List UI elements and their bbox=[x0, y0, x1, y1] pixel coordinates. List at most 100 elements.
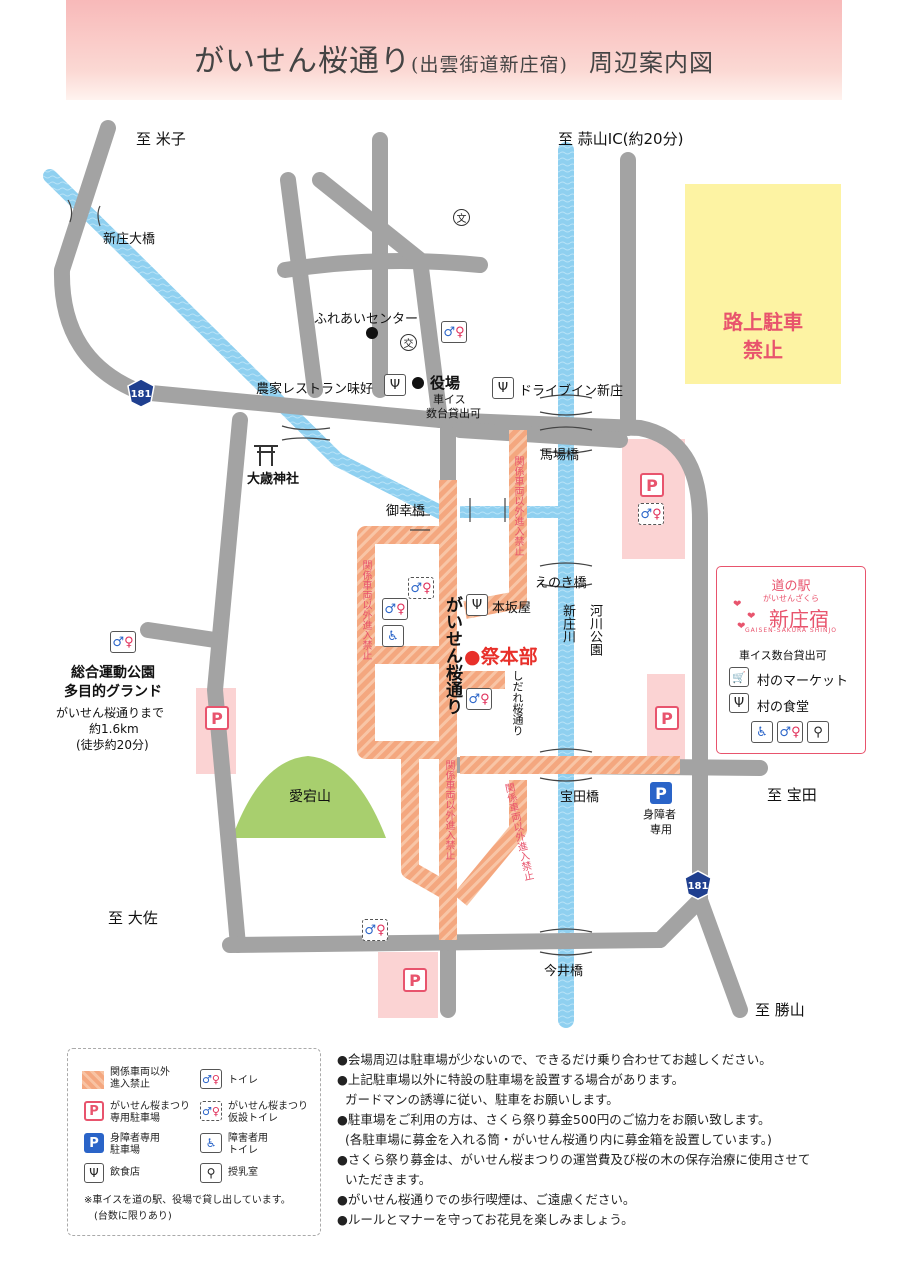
notes: ●会場周辺は駐車場が少ないので、できるだけ乗り合わせてお越しください。 ●上記駐… bbox=[337, 1050, 877, 1230]
fureai-marker bbox=[366, 327, 378, 339]
bridge-imai bbox=[539, 928, 593, 956]
road-south-east bbox=[652, 892, 708, 948]
title-main: がいせん桜通り bbox=[194, 44, 412, 79]
no-parking-line2: 禁止 bbox=[743, 338, 783, 362]
title-banner: がいせん桜通り(出雲街道新庄宿) 周辺案内図 bbox=[66, 0, 842, 100]
direction-hiruzen: 至 蒜山IC(約20分) bbox=[558, 130, 684, 148]
fork-knife-icon: Ψ bbox=[384, 374, 406, 396]
station-roman: GAISEN-SAKURA SHINJO bbox=[745, 627, 837, 634]
legend-temp-toilet-1: がいせん桜まつり bbox=[228, 1101, 308, 1112]
label-yakuba-note1: 車イス bbox=[433, 393, 466, 406]
wheelchair-icon: ♿ bbox=[382, 625, 404, 647]
legend-footnote-1: ※車イスを道の駅、役場で貸し出しています。 bbox=[84, 1195, 291, 1206]
label-distance-3: (徒歩約20分) bbox=[76, 738, 149, 752]
legend: 関係車両以外進入禁止 ♂♀ トイレ P がいせん桜まつり専用駐車場 ♂♀ がいせ… bbox=[67, 1048, 321, 1236]
michi-no-eki-card: 道の駅 がいせんざくら ❤ ❤ ❤ 新庄宿 GAISEN-SAKURA SHIN… bbox=[716, 566, 866, 754]
bridge-baba bbox=[539, 426, 593, 454]
label-fureai-center: ふれあいセンター bbox=[314, 312, 419, 327]
legend-disabled-parking: 身障者専用駐車場 bbox=[110, 1133, 160, 1157]
note-line: ●会場周辺は駐車場が少ないので、できるだけ乗り合わせてお越しください。 bbox=[337, 1052, 772, 1067]
restricted-label-west: 関係車両以外進入禁止 bbox=[360, 560, 371, 660]
label-babahashi: 馬場橋 bbox=[540, 448, 580, 463]
bridge-shrine bbox=[281, 425, 331, 441]
label-sports-park-1: 総合運動公園 bbox=[71, 665, 155, 681]
legend-temp-toilet: がいせん桜まつり仮設トイレ bbox=[228, 1101, 308, 1125]
wheelchair-icon: ♿ bbox=[751, 721, 773, 743]
bridge-shinjo-ohashi bbox=[67, 199, 101, 227]
station-cafeteria: 村の食堂 bbox=[757, 700, 810, 715]
legend-footnote-2: (台数に限りあり) bbox=[94, 1211, 172, 1222]
restricted-roads bbox=[357, 430, 680, 940]
title-sub: (出雲街道新庄宿) bbox=[411, 54, 568, 76]
no-parking-text: 路上駐車禁止 bbox=[685, 308, 841, 364]
route-181-shield-south: 181 bbox=[684, 870, 712, 900]
page-title: がいせん桜通り(出雲街道新庄宿) 周辺案内図 bbox=[66, 36, 842, 80]
no-parking-notice: 路上駐車禁止 bbox=[685, 184, 841, 384]
cart-icon: 🛒 bbox=[729, 667, 749, 687]
label-drive-in: ドライブイン新庄 bbox=[519, 384, 624, 399]
toilet-icon: ♂♀ bbox=[777, 721, 803, 743]
parking-area-baba bbox=[622, 439, 685, 559]
bridge-enoki bbox=[539, 562, 593, 588]
heart-icon: ❤ bbox=[747, 611, 756, 622]
label-gokobashi: 御幸橋 bbox=[386, 504, 426, 519]
wheelchair-icon: ♿ bbox=[200, 1133, 222, 1153]
legend-accessible-toilet-1: 障害者用 bbox=[228, 1133, 268, 1144]
direction-yonago: 至 米子 bbox=[136, 130, 186, 148]
note-line: ●駐車場をご利用の方は、さくら祭り募金500円のご協力をお願い致します。 bbox=[337, 1112, 771, 1127]
road-network bbox=[53, 120, 768, 1018]
label-takarabashi: 宝田橋 bbox=[560, 790, 600, 805]
toilet-icon: ♂♀ bbox=[441, 321, 467, 343]
bridge-goko bbox=[410, 514, 430, 531]
label-imaibashi: 今井橋 bbox=[544, 964, 584, 979]
note-line: ガードマンの誘導に従い、駐車をお願いします。 bbox=[337, 1092, 619, 1107]
note-line: (各駐車場に募金を入れる筒・がいせん桜通り内に募金箱を設置しています。) bbox=[337, 1132, 772, 1147]
school-icon: 文 bbox=[453, 209, 470, 226]
label-yakuba-note2: 数台貸出可 bbox=[426, 407, 481, 420]
restricted-east bbox=[463, 430, 527, 619]
label-shinjogawa: 新庄川 bbox=[560, 604, 575, 643]
label-enokibashi: えのき橋 bbox=[535, 576, 587, 591]
station-name: 新庄宿 bbox=[769, 607, 829, 631]
note-line: ●上記駐車場以外に特設の駐車場を設置する場合があります。 bbox=[337, 1072, 685, 1087]
label-honsakaya: 本坂屋 bbox=[492, 601, 532, 616]
temp-toilet-icon: ♂♀ bbox=[638, 503, 664, 525]
legend-disabled-parking-1: 身障者専用 bbox=[110, 1133, 160, 1144]
label-atagoyama: 愛宕山 bbox=[289, 789, 331, 805]
yakuba-marker bbox=[412, 377, 424, 389]
atagoyama-park bbox=[232, 756, 386, 838]
label-distance-1: がいせん桜通りまで bbox=[56, 706, 165, 720]
legend-restricted-1: 関係車両以外 bbox=[110, 1067, 170, 1078]
temp-toilet-icon: ♂♀ bbox=[362, 919, 388, 941]
police-box-icon: 交 bbox=[400, 334, 417, 351]
legend-festival-parking: がいせん桜まつり専用駐車場 bbox=[110, 1101, 190, 1125]
label-disabled-parking-2: 専用 bbox=[650, 823, 672, 836]
temp-toilet-icon: ♂♀ bbox=[200, 1101, 222, 1121]
title-tail: 周辺案内図 bbox=[588, 49, 714, 77]
label-distance-2: 約1.6km bbox=[89, 722, 139, 736]
legend-restricted: 関係車両以外進入禁止 bbox=[110, 1067, 170, 1091]
station-kana: がいせんざくら bbox=[763, 594, 819, 603]
direction-osa: 至 大佐 bbox=[108, 909, 158, 927]
label-sports-park-2: 多目的グランド bbox=[64, 684, 162, 700]
road-north-2 bbox=[280, 172, 323, 398]
label-main-street: がいせん桜通り bbox=[442, 596, 462, 715]
temp-toilet-icon: ♂♀ bbox=[408, 577, 434, 599]
label-shinjo-ohashi: 新庄大橋 bbox=[103, 232, 156, 247]
toilet-icon: ♂♀ bbox=[200, 1069, 222, 1089]
legend-food: 飲食店 bbox=[110, 1167, 140, 1178]
bridge-takara bbox=[539, 748, 593, 782]
route-181-shield-north: 181 bbox=[127, 378, 155, 408]
map-canvas bbox=[43, 120, 811, 1028]
heart-icon: ❤ bbox=[737, 621, 746, 632]
toilet-icon: ♂♀ bbox=[466, 688, 492, 710]
road-north-4 bbox=[312, 172, 448, 428]
restricted-label-south: 関係車両以外進入禁止 bbox=[443, 760, 454, 860]
fork-knife-icon: Ψ bbox=[729, 693, 749, 713]
label-disabled-parking-1: 身障者 bbox=[643, 808, 676, 821]
no-parking-line1: 路上駐車 bbox=[723, 310, 803, 334]
parking-icon: P bbox=[84, 1101, 104, 1121]
note-line: ●さくら祭り募金は、がいせん桜まつりの運営費及び桜の木の保存治療に使用させて bbox=[337, 1152, 811, 1167]
road-south bbox=[222, 932, 668, 953]
parking-icon: P bbox=[403, 968, 427, 992]
